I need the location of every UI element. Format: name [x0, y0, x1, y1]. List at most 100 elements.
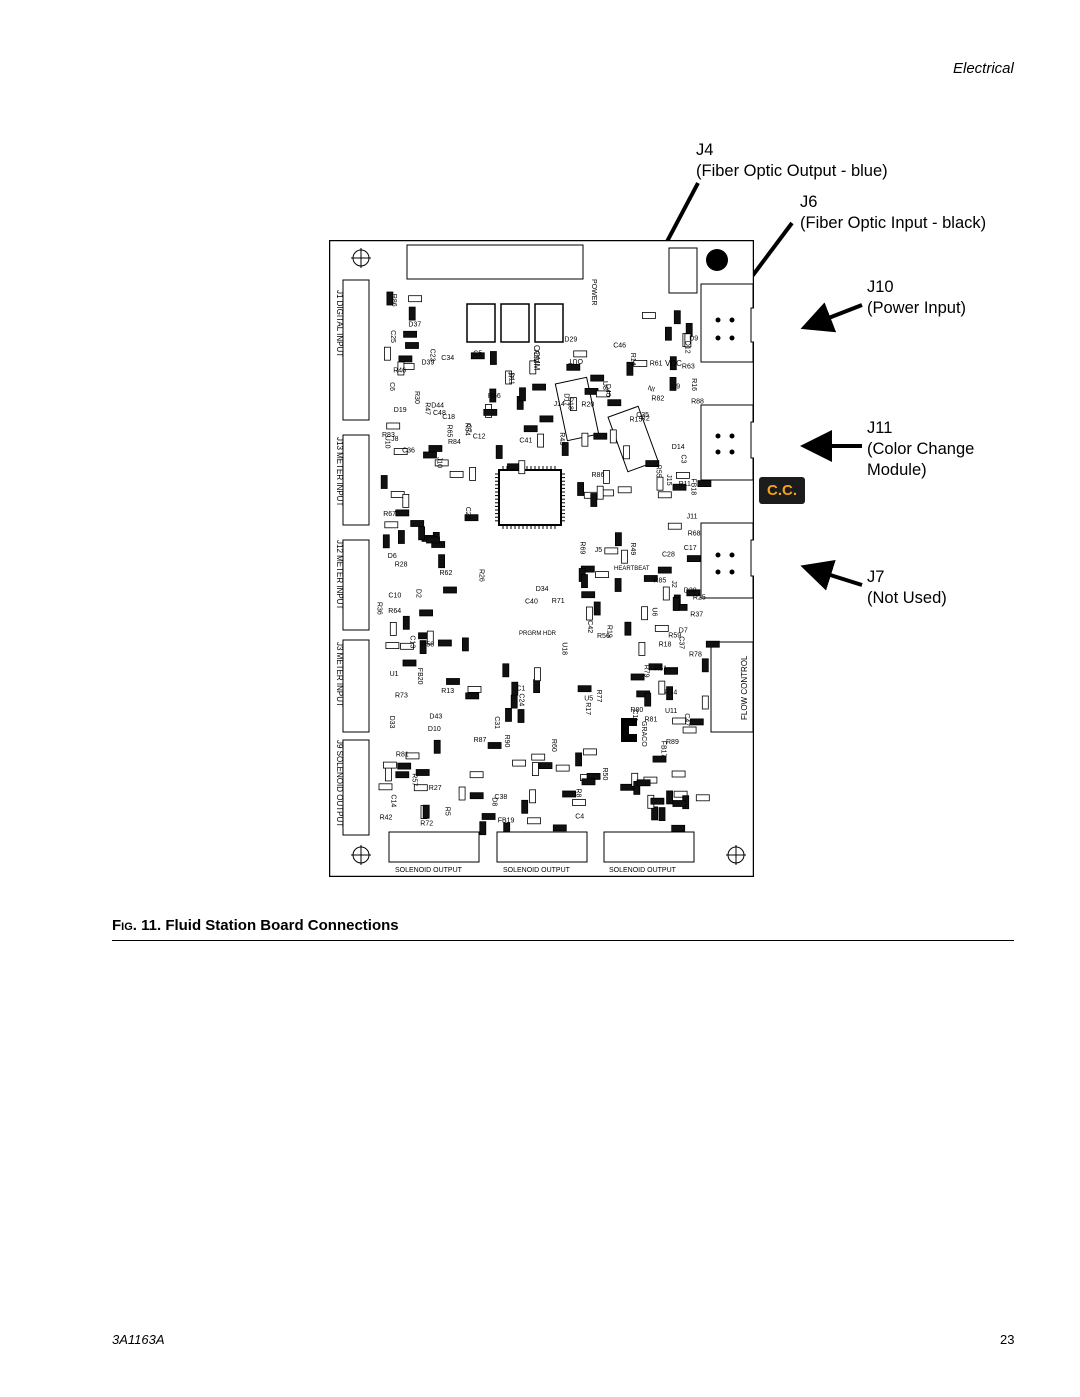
smd-component — [529, 789, 537, 804]
ref-designator: C38 — [494, 794, 507, 801]
smd-component — [638, 641, 646, 656]
ref-designator: D40 — [604, 384, 611, 397]
smd-component — [483, 408, 498, 416]
smd-component — [590, 374, 605, 382]
ref-designator: R11 — [679, 481, 691, 488]
bottom-label-2: SOLENOID OUTPUT — [503, 867, 571, 874]
ref-designator: C12 — [473, 433, 486, 440]
smd-component — [469, 792, 484, 800]
ref-designator: R57 — [410, 773, 417, 786]
smd-component — [446, 678, 460, 685]
smd-component — [449, 470, 464, 478]
ref-designator: D19 — [394, 407, 407, 414]
silkscreen-prgm: PRGRM HDR — [519, 631, 557, 637]
smd-component — [469, 771, 484, 779]
silkscreen-heartbeat: HEARTBEAT — [614, 566, 650, 572]
smd-component — [583, 748, 597, 756]
ref-designator: D17 — [562, 393, 569, 406]
smd-component — [510, 694, 518, 709]
smd-component — [434, 459, 449, 467]
ref-designator: C23 — [428, 349, 435, 362]
smd-component — [464, 514, 479, 522]
ref-designator: R56 — [597, 633, 610, 640]
ref-designator: FB19 — [498, 818, 515, 825]
ref-designator: U8 — [601, 381, 608, 390]
ref-designator: R81 — [645, 716, 658, 723]
ref-designator: D34 — [536, 586, 549, 593]
smd-component — [489, 388, 497, 403]
ref-designator: R16 — [690, 378, 697, 391]
ref-designator: C7 — [464, 424, 471, 433]
microcontroller-chip — [495, 466, 565, 529]
smd-component — [657, 566, 672, 574]
ref-designator: C4 — [575, 814, 584, 821]
smd-component — [672, 596, 680, 611]
smd-component — [467, 685, 482, 693]
smd-component — [658, 807, 666, 821]
ref-designator: R72 — [420, 820, 433, 827]
smd-component — [672, 717, 687, 725]
section-title: Electrical — [953, 60, 1014, 77]
smd-component — [658, 680, 666, 695]
ref-designator: R51 — [654, 665, 667, 672]
smd-component — [581, 574, 588, 589]
smd-component — [593, 601, 601, 616]
smd-component — [400, 642, 414, 650]
silkscreen-comm: COMM — [532, 345, 541, 371]
header-label-j3: J3 METER INPUT — [335, 642, 344, 707]
ref-designator: D11 — [507, 373, 514, 385]
smd-component — [413, 784, 428, 792]
ref-designator: C13 — [408, 635, 415, 648]
ref-designator: R36 — [375, 602, 382, 615]
arrow-j7 — [800, 559, 863, 591]
ref-designator: D43 — [429, 713, 442, 720]
smd-component — [614, 578, 622, 592]
smd-component — [419, 609, 433, 617]
smd-component — [489, 351, 497, 365]
smd-component — [518, 460, 526, 475]
ref-designator: C48 — [433, 410, 446, 417]
smd-component — [527, 817, 541, 825]
smd-component — [393, 448, 408, 456]
smd-component — [701, 695, 709, 710]
ref-designator: D39 — [422, 359, 435, 366]
smd-component — [505, 707, 512, 722]
arrow-j10 — [800, 302, 863, 333]
smd-component — [502, 663, 510, 678]
ref-designator: R58 — [421, 642, 434, 649]
ref-designator: C47 — [683, 713, 690, 726]
smd-component — [386, 291, 394, 306]
smd-component — [423, 451, 437, 459]
ref-designator: U9 — [671, 383, 680, 390]
smd-component — [419, 640, 427, 655]
ref-designator: C40 — [525, 599, 538, 606]
smd-component — [415, 769, 430, 776]
ref-designator: C36 — [402, 447, 415, 454]
callout-j7-id: J7 — [867, 568, 885, 586]
smd-component — [495, 445, 503, 459]
smd-component — [458, 786, 466, 801]
ref-designator: R85 — [653, 577, 666, 584]
callout-j10-desc: (Power Input) — [867, 299, 967, 317]
ref-designator: R25 — [693, 594, 706, 601]
smd-component — [386, 422, 401, 430]
ref-designator: C28 — [662, 551, 675, 558]
smd-component — [673, 310, 681, 325]
smd-component — [656, 476, 664, 491]
smd-component — [382, 534, 390, 549]
callout-j6: J6 (Fiber Optic Input - black) — [800, 192, 986, 234]
ref-designator: J7 — [506, 372, 513, 380]
ref-designator: R73 — [395, 692, 408, 699]
smd-component — [672, 483, 687, 491]
smd-component — [517, 709, 525, 723]
ref-designator: R81 — [396, 752, 409, 759]
smd-component — [672, 800, 687, 807]
smd-component — [402, 659, 417, 667]
smd-component — [595, 571, 609, 579]
ref-designator: C37 — [678, 636, 685, 649]
smd-component — [701, 658, 709, 673]
smd-component — [572, 799, 586, 806]
smd-component — [684, 333, 692, 348]
ref-designator: R74 — [664, 689, 677, 696]
ref-designator: R30 — [413, 391, 420, 404]
